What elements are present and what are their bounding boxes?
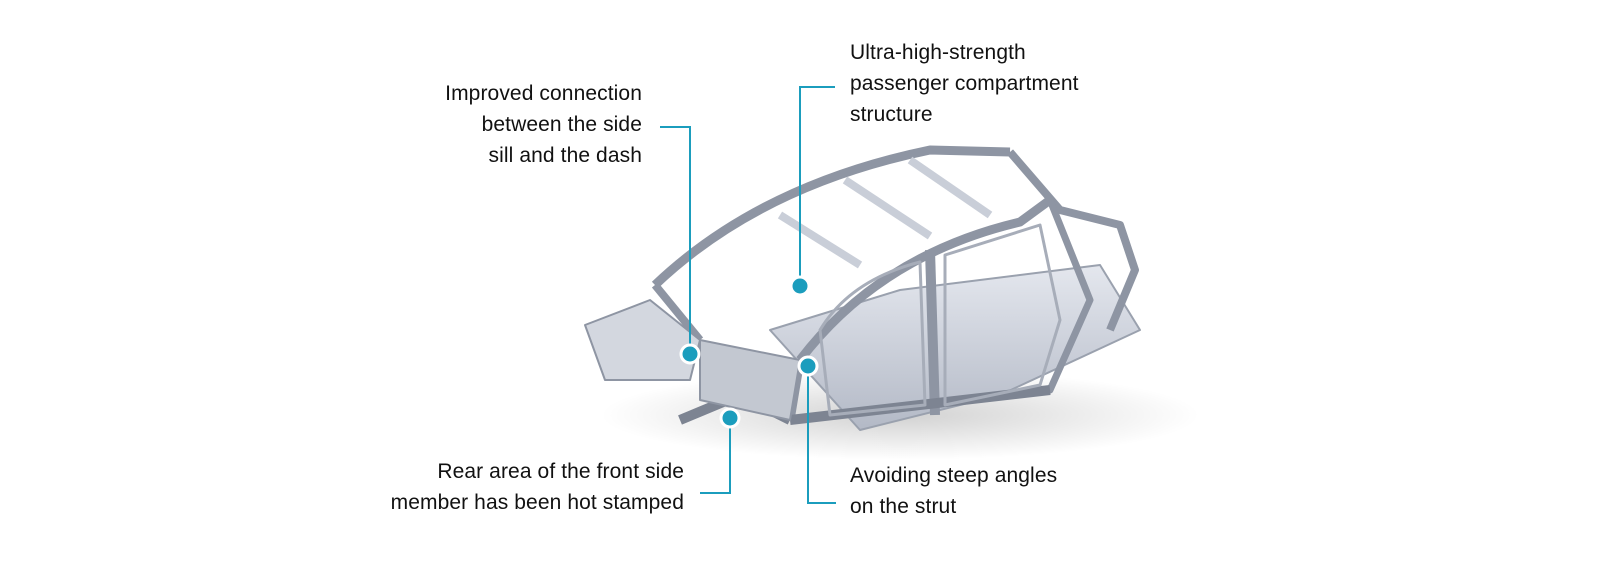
callout-dot-improved-connection (679, 343, 701, 365)
callout-line-ultra-high-strength (799, 86, 835, 286)
b-pillar (925, 249, 940, 416)
floor-pan (769, 264, 1141, 431)
callout-lines (660, 86, 836, 504)
callout-line-avoiding-steep-angles (807, 366, 836, 504)
roof-rail-left (651, 145, 1011, 289)
callout-dot-avoiding-steep-angles (797, 355, 819, 377)
callout-label-avoiding-steep-angles: Avoiding steep angles on the strut (850, 460, 1057, 522)
roof-bow-2 (842, 176, 933, 240)
callout-label-ultra-high-strength: Ultra-high-strength passenger compartmen… (850, 37, 1079, 130)
dash-panel (699, 339, 801, 421)
callout-label-line: member has been hot stamped (390, 491, 684, 514)
callout-label-line: sill and the dash (488, 144, 642, 167)
callout-label-line: Avoiding steep angles (850, 464, 1058, 487)
rear-door-opening (943, 223, 1062, 407)
callout-label-improved-connection: Improved connection between the side sil… (380, 78, 642, 171)
roof-bow-3 (907, 156, 993, 219)
body-in-white (584, 145, 1141, 431)
callout-dot-ultra-high-strength (789, 275, 811, 297)
callout-label-line: Ultra-high-strength (850, 41, 1026, 64)
callout-label-line: Rear area of the front side (437, 460, 684, 483)
callout-label-line: structure (850, 103, 933, 126)
roof-bow-1 (777, 211, 863, 269)
callout-line-improved-connection (660, 126, 691, 354)
callout-label-line: Improved connection (445, 82, 642, 105)
callout-line-rear-area (700, 418, 731, 494)
callout-label-line: on the strut (850, 495, 957, 518)
callout-label-line: between the side (481, 113, 642, 136)
callout-dots (679, 275, 819, 429)
front-door-opening (818, 260, 927, 417)
c-pillar (1006, 149, 1139, 332)
callout-dot-rear-area (719, 407, 741, 429)
callout-label-line: passenger compartment (850, 72, 1079, 95)
front-subframe (584, 299, 701, 381)
a-pillar-left (651, 282, 704, 343)
callout-label-rear-area: Rear area of the front side member has b… (300, 456, 684, 518)
